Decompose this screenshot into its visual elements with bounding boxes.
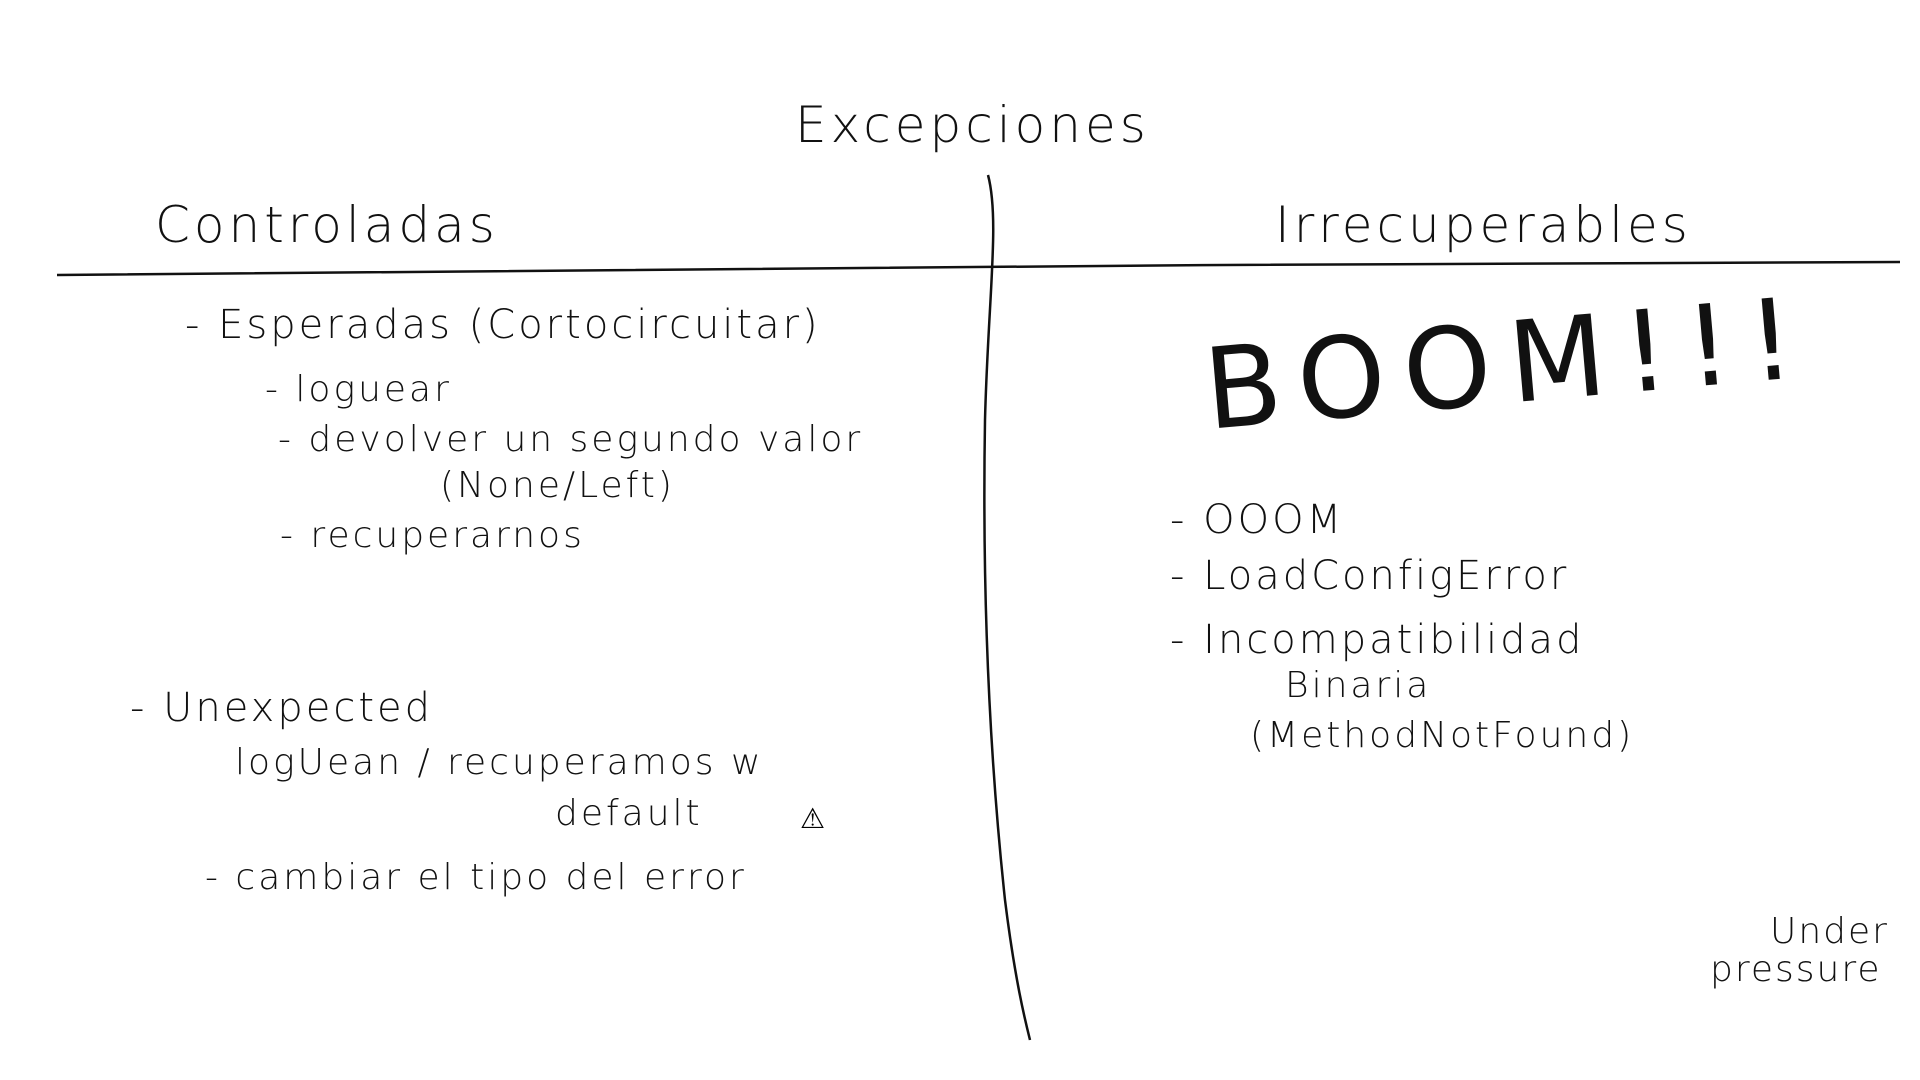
right-item-incompatibilidad: - Incompatibilidad [1170,617,1585,663]
left-subitem-loguear: - loguear [265,369,452,410]
left-subitem-recuperarnos: - recuperarnos [280,515,585,556]
warning-triangle-icon: ⚠ [800,802,826,835]
side-note-pressure: pressure [1710,949,1882,990]
right-item-loadconfigerror: - LoadConfigError [1170,553,1570,599]
left-subitem-devolver: - devolver un segundo valor [278,419,864,460]
left-subitem-cambiar: - cambiar el tipo del error [205,857,747,898]
right-item-ooom: - OOOM [1170,497,1345,543]
header-divider-line [56,260,1901,277]
right-subitem-binaria: Binaria [1285,665,1432,706]
right-column-heading: Irrecuperables [1275,196,1692,254]
left-subitem-none-left: (None/Left) [440,465,675,506]
diagram-title: Excepciones [795,96,1150,154]
left-item-esperadas: - Esperadas (Cortocircuitar) [185,302,821,348]
column-divider-line [983,174,1032,1041]
left-column-heading: Controladas [155,196,499,254]
left-subitem-default: default [555,793,703,834]
side-note-under: Under [1770,911,1889,952]
left-item-unexpected: - Unexpected [130,685,434,731]
right-subitem-methodnotfound: (MethodNotFound) [1250,715,1635,756]
left-subitem-loguean: logUean / recuperamos w [235,742,764,783]
